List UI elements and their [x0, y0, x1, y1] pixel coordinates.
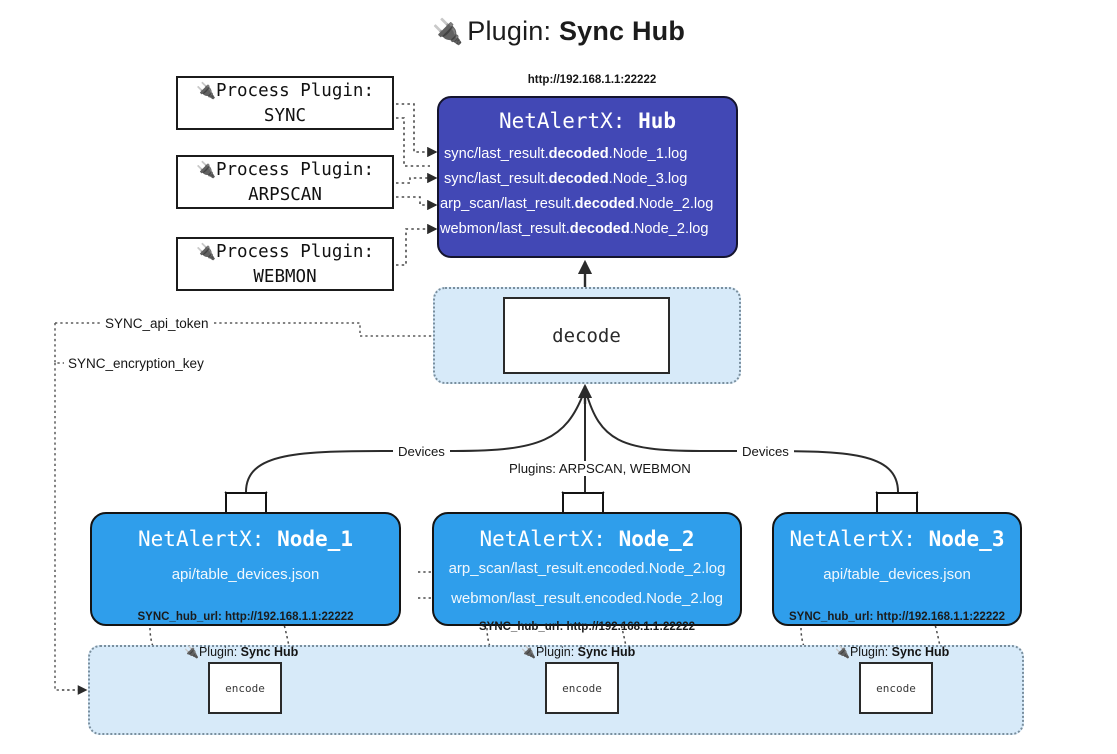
- log-post: .Node_3.log: [608, 171, 688, 187]
- plug-icon: 🔌: [521, 645, 536, 659]
- sync-api-token-label: SYNC_api_token: [101, 316, 213, 331]
- encode-label-name: Sync Hub: [240, 645, 299, 659]
- log-bold: decoded: [574, 196, 635, 212]
- log-pre: webmon/last_result.: [440, 221, 570, 237]
- process-plugin-sync[interactable]: 🔌Process Plugin: SYNC: [176, 76, 394, 130]
- encode-box-2[interactable]: encode: [545, 662, 619, 714]
- plug-icon: 🔌: [196, 80, 216, 100]
- hub-log-line: webmon/last_result.decoded.Node_2.log: [439, 217, 736, 242]
- encode-label-name: Sync Hub: [891, 645, 950, 659]
- process-plugin-label: Process Plugin:: [215, 241, 374, 262]
- process-plugin-name: ARPSCAN: [248, 184, 322, 205]
- log-bold: decoded: [548, 146, 609, 162]
- log-pre: arp_scan/last_result.: [440, 196, 575, 212]
- process-plugin-webmon[interactable]: 🔌Process Plugin: WEBMON: [176, 237, 394, 291]
- node-box-node-1[interactable]: NetAlertX: Node_1 api/table_devices.json…: [90, 512, 401, 626]
- log-post: .Node_1.log: [608, 146, 688, 162]
- node-title-prefix: NetAlertX:: [789, 527, 916, 551]
- node-footer: SYNC_hub_url: http://192.168.1.1:22222: [788, 611, 1006, 623]
- plug-icon: 🔌: [835, 645, 850, 659]
- process-plugin-label: Process Plugin:: [215, 159, 374, 180]
- hub-log-line: sync/last_result.decoded.Node_3.log: [439, 167, 736, 192]
- node-title: NetAlertX: Node_2: [434, 527, 740, 551]
- hub-log-line: sync/last_result.decoded.Node_1.log: [439, 142, 736, 167]
- plug-icon: 🔌: [431, 18, 464, 46]
- log-post: .Node_2.log: [634, 196, 714, 212]
- node-box-node-3[interactable]: NetAlertX: Node_3 api/table_devices.json…: [772, 512, 1022, 626]
- encode-label-name: Sync Hub: [577, 645, 636, 659]
- hub-node-box[interactable]: NetAlertX: Hub sync/last_result.decoded.…: [437, 96, 738, 258]
- plug-icon: 🔌: [196, 241, 216, 261]
- encode-plugin-label-1: 🔌Plugin: Sync Hub: [184, 645, 298, 659]
- node-footer: SYNC_hub_url: http://192.168.1.1:22222: [137, 611, 354, 623]
- sync-encryption-key-label: SYNC_encryption_key: [64, 356, 208, 371]
- log-bold: decoded: [548, 171, 609, 187]
- plug-icon: 🔌: [196, 159, 216, 179]
- edge-label-devices-right: Devices: [737, 444, 794, 459]
- process-plugin-name: SYNC: [263, 105, 307, 126]
- page-title-name: Sync Hub: [558, 16, 686, 46]
- process-plugin-label: Process Plugin:: [215, 80, 374, 101]
- edge-label-plugins: Plugins: ARPSCAN, WEBMON: [504, 461, 696, 476]
- page-title-prefix: Plugin:: [467, 16, 552, 46]
- node-box-node-2[interactable]: NetAlertX: Node_2 arp_scan/last_result.e…: [432, 512, 742, 633]
- node-title-prefix: NetAlertX:: [479, 527, 606, 551]
- node-footer: SYNC_hub_url: http://192.168.1.1:22222: [478, 621, 696, 633]
- node-title-name: Node_3: [928, 527, 1005, 551]
- node-line: arp_scan/last_result.encoded.Node_2.log: [448, 560, 726, 577]
- page-title: 🔌Plugin: Sync Hub: [0, 16, 1117, 47]
- plug-icon: 🔌: [184, 645, 199, 659]
- hub-title: NetAlertX: Hub: [439, 109, 736, 133]
- encode-plugin-label-3: 🔌Plugin: Sync Hub: [835, 645, 949, 659]
- log-pre: sync/last_result.: [444, 171, 549, 187]
- hub-url-label: http://192.168.1.1:22222: [527, 74, 657, 86]
- node-title: NetAlertX: Node_1: [92, 527, 399, 551]
- node-title-name: Node_2: [618, 527, 695, 551]
- encode-label-prefix: Plugin:: [849, 645, 889, 659]
- log-bold: decoded: [569, 221, 630, 237]
- decode-box[interactable]: decode: [503, 297, 670, 374]
- process-plugin-arpscan[interactable]: 🔌Process Plugin: ARPSCAN: [176, 155, 394, 209]
- hub-log-line: arp_scan/last_result.decoded.Node_2.log: [439, 192, 736, 217]
- process-plugin-name: WEBMON: [253, 266, 317, 287]
- node-title: NetAlertX: Node_3: [774, 527, 1020, 551]
- encode-plugin-label-2: 🔌Plugin: Sync Hub: [521, 645, 635, 659]
- node-title-prefix: NetAlertX:: [138, 527, 265, 551]
- hub-title-prefix: NetAlertX:: [498, 109, 626, 133]
- node-line: webmon/last_result.encoded.Node_2.log: [451, 590, 723, 607]
- log-post: .Node_2.log: [629, 221, 709, 237]
- edge-label-devices-left: Devices: [393, 444, 450, 459]
- encode-label-prefix: Plugin:: [198, 645, 238, 659]
- node-line: api/table_devices.json: [823, 566, 971, 583]
- encode-label-prefix: Plugin:: [535, 645, 575, 659]
- encode-box-3[interactable]: encode: [859, 662, 933, 714]
- encode-box-1[interactable]: encode: [208, 662, 282, 714]
- hub-title-name: Hub: [638, 109, 677, 133]
- log-pre: sync/last_result.: [444, 146, 549, 162]
- node-title-name: Node_1: [277, 527, 353, 551]
- node-line: api/table_devices.json: [171, 566, 320, 583]
